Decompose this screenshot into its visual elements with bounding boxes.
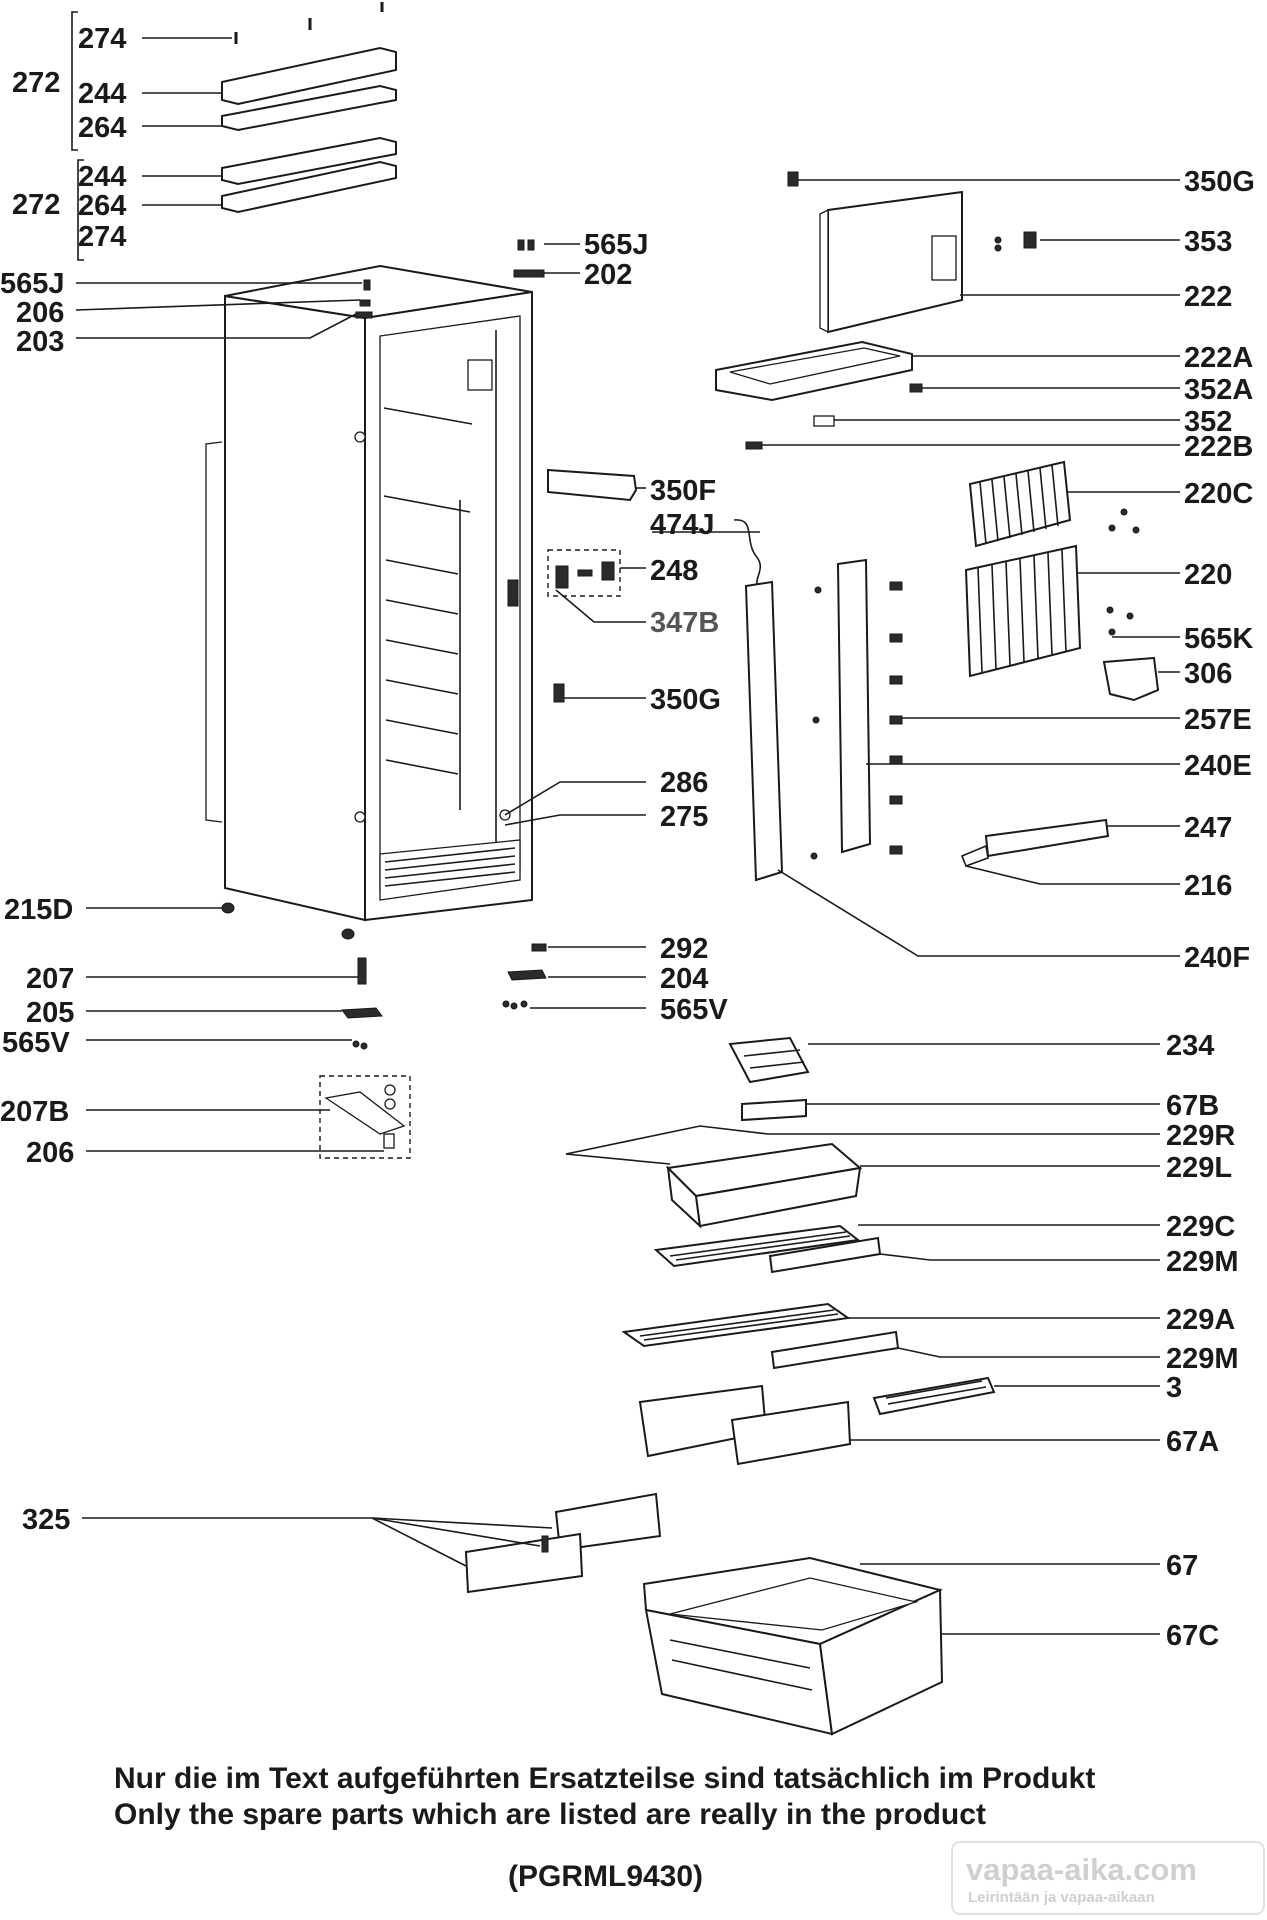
label-347B: 347B: [650, 607, 719, 639]
label-240F: 240F: [1184, 942, 1250, 974]
label-352A: 352A: [1184, 374, 1253, 406]
diagram-code: (PGRML9430): [508, 1860, 703, 1893]
label-350F: 350F: [650, 475, 716, 507]
label-292: 292: [660, 933, 708, 965]
bin-325: [464, 1492, 662, 1594]
label-272: 272: [12, 189, 60, 221]
label-204: 204: [660, 963, 708, 995]
label-220C: 220C: [1184, 478, 1253, 510]
fin-cover-220: [964, 508, 1140, 678]
label-222B: 222B: [1184, 431, 1253, 463]
part-number-labels: 274 272 244 264 244 272 264 274 565J 206…: [0, 23, 1255, 1652]
label-474J: 474J: [650, 509, 715, 541]
label-67B: 67B: [1166, 1090, 1219, 1122]
screw-icon: [234, 2, 384, 44]
grille-3: [872, 1376, 996, 1416]
label-565J: 565J: [584, 229, 649, 261]
label-244: 244: [78, 78, 126, 110]
watermark-logo: vapaa-aika.com Leirintään ja vapaa-aikaa…: [951, 1841, 1265, 1915]
label-203: 203: [16, 326, 64, 358]
label-220: 220: [1184, 559, 1232, 591]
label-244: 244: [78, 161, 126, 193]
crisper-drawer-67: [642, 1556, 944, 1736]
label-565V: 565V: [2, 1027, 70, 1059]
top-trim-strips: [221, 2, 397, 214]
ice-tray-234: [728, 1036, 810, 1084]
part-67B: [741, 1098, 807, 1122]
leader-lines: [75, 37, 1180, 1635]
watermark-tagline: Leirintään ja vapaa-aikaan: [968, 1889, 1155, 1906]
label-229C: 229C: [1166, 1211, 1235, 1243]
label-3: 3: [1166, 1372, 1182, 1404]
label-202: 202: [584, 259, 632, 291]
label-67A: 67A: [1166, 1426, 1219, 1458]
label-275: 275: [660, 801, 708, 833]
label-274: 274: [78, 221, 126, 253]
label-264: 264: [78, 190, 126, 222]
label-350G: 350G: [1184, 166, 1255, 198]
label-206: 206: [26, 1137, 74, 1169]
label-257E: 257E: [1184, 704, 1252, 736]
label-350G: 350G: [650, 684, 721, 716]
label-565J: 565J: [0, 268, 65, 300]
footer-notes: Nur die im Text aufgeführten Ersatzteils…: [114, 1762, 1095, 1893]
label-222: 222: [1184, 281, 1232, 313]
fin-cover-220C: [968, 460, 1072, 548]
label-229R: 229R: [1166, 1120, 1235, 1152]
crisper-ribs: [669, 1639, 813, 1691]
label-274: 274: [78, 23, 126, 55]
label-248: 248: [650, 555, 698, 587]
label-325: 325: [22, 1504, 70, 1536]
label-240E: 240E: [1184, 750, 1252, 782]
crisper-fronts-67A: [638, 1384, 852, 1466]
label-67C: 67C: [1166, 1620, 1219, 1652]
label-565K: 565K: [1184, 623, 1253, 655]
label-229A: 229A: [1166, 1304, 1235, 1336]
shelf-216-edge: [960, 844, 989, 868]
hinge-and-feet-parts: [221, 902, 411, 1159]
label-286: 286: [660, 767, 708, 799]
label-272: 272: [12, 67, 60, 99]
cabinet-top-fittings: [355, 239, 545, 319]
label-205: 205: [26, 997, 74, 1029]
label-206: 206: [16, 297, 64, 329]
label-229M: 229M: [1166, 1246, 1239, 1278]
floor-grille: [384, 847, 516, 887]
door-assembly: [787, 171, 1037, 334]
footer-line-german: Nur die im Text aufgeführten Ersatzteils…: [114, 1762, 1095, 1795]
fin-lines: [977, 549, 1067, 673]
label-264: 264: [78, 112, 126, 144]
label-306: 306: [1184, 658, 1232, 690]
cabinet-inner-ribs: [383, 330, 519, 850]
trim-229M-b: [770, 1330, 900, 1370]
shelf-frame-229R: [565, 1125, 769, 1165]
label-229M: 229M: [1166, 1343, 1239, 1375]
fin-lines: [979, 464, 1059, 545]
bracket-306: [1102, 656, 1160, 702]
label-234: 234: [1166, 1030, 1214, 1062]
label-229L: 229L: [1166, 1152, 1232, 1184]
label-207: 207: [26, 963, 74, 995]
footer-line-english: Only the spare parts which are listed ar…: [114, 1798, 986, 1831]
shelf-222A: [715, 340, 923, 450]
glass-shelf-229C: [653, 1224, 861, 1268]
label-67: 67: [1166, 1550, 1198, 1582]
shelf-247: [984, 818, 1110, 858]
label-247: 247: [1184, 812, 1232, 844]
middle-small-parts: [502, 468, 762, 1010]
refrigerator-cabinet: [205, 264, 533, 922]
label-353: 353: [1184, 226, 1232, 258]
label-565V: 565V: [660, 994, 728, 1026]
drawer-229L: [665, 1142, 863, 1229]
label-222A: 222A: [1184, 342, 1253, 374]
rail-clips: [810, 581, 903, 860]
label-216: 216: [1184, 870, 1232, 902]
side-rails: [744, 558, 903, 882]
label-352: 352: [1184, 406, 1232, 438]
label-215D: 215D: [4, 894, 73, 926]
glass-shelf-229A: [621, 1302, 851, 1348]
watermark-site: vapaa-aika.com: [966, 1852, 1197, 1887]
label-207B: 207B: [0, 1096, 69, 1128]
